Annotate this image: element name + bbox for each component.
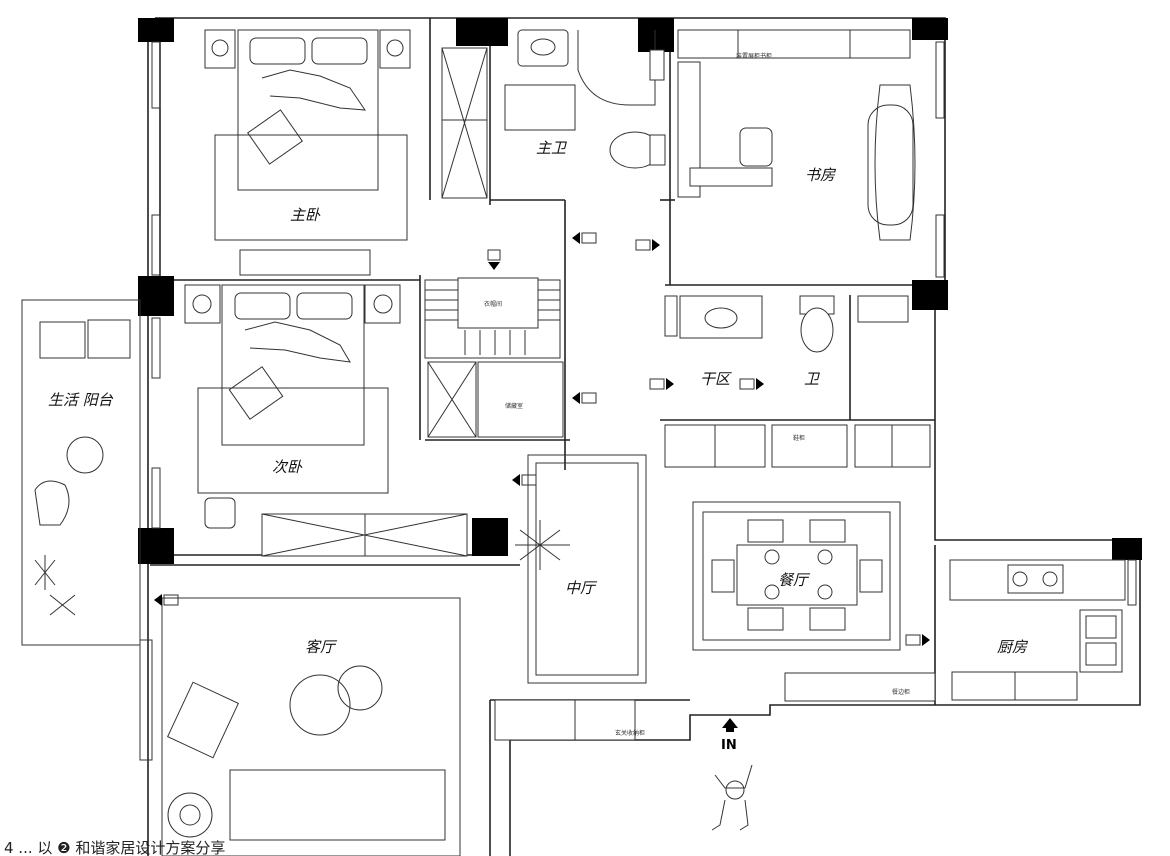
balcony-furniture — [21, 299, 141, 646]
master-bedroom-furniture — [204, 29, 411, 241]
label-storage: 储藏室 — [505, 402, 523, 410]
dry-area-bath-fixtures — [664, 295, 931, 468]
entrance-label: IN — [721, 738, 737, 753]
room-label-living-room: 客厅 — [305, 638, 338, 656]
label-shoe-cabinet: 鞋柜 — [793, 434, 805, 442]
master-bath-fixtures — [441, 29, 666, 199]
dining-furniture — [692, 501, 901, 651]
room-label-dining: 餐厅 — [778, 571, 811, 589]
kitchen-fixtures — [784, 559, 1126, 702]
second-bedroom-furniture — [184, 249, 468, 557]
central-hall — [515, 454, 647, 684]
study-furniture — [677, 29, 916, 241]
room-label-study: 书房 — [805, 166, 837, 184]
door-arrows — [154, 232, 930, 732]
label-sideboard: 餐边柜 — [892, 688, 910, 696]
living-room-furniture — [161, 597, 636, 856]
closet-storage — [424, 277, 564, 438]
label-study-shelf: 装置展柜书柜 — [736, 52, 772, 60]
room-label-central-hall: 中厅 — [565, 579, 598, 597]
label-entry-cabinet: 玄关收纳柜 — [615, 729, 645, 737]
room-label-dry-area: 干区 — [700, 370, 732, 388]
label-stair-room: 衣帽间 — [484, 300, 502, 308]
footer-watermark-text: 4 ... 以 ❷ 和谐家居设计方案分享 — [4, 839, 225, 856]
room-label-bath: 卫 — [804, 370, 820, 388]
room-label-living-balcony: 生活 阳台 — [48, 391, 114, 409]
windows — [139, 41, 1137, 761]
room-label-second-bedroom: 次卧 — [272, 458, 303, 476]
columns — [138, 18, 1142, 564]
room-label-master-bedroom: 主卧 — [290, 206, 321, 224]
room-label-kitchen: 厨房 — [997, 638, 1029, 656]
room-label-master-bath: 主卫 — [536, 139, 567, 157]
entry-figure — [711, 764, 753, 831]
